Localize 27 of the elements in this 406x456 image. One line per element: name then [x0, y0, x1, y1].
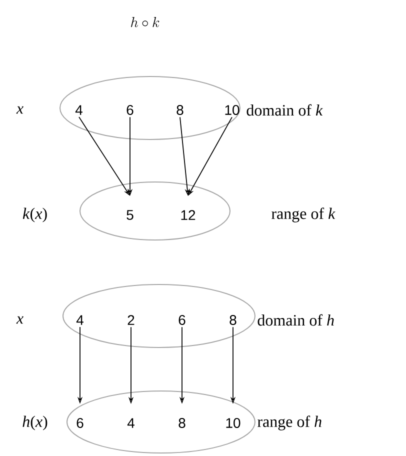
set-ellipse [62, 284, 256, 348]
set-ellipse [66, 390, 256, 454]
set-ellipse [60, 76, 240, 140]
variable-label: x [16, 106, 24, 114]
number-label: 2 [128, 315, 134, 325]
set-label: domain of k [246, 104, 323, 116]
number-label: 4 [76, 315, 84, 325]
set-label: range of k [272, 208, 336, 222]
set-label: domain of h [258, 314, 334, 326]
number-label: 10 [226, 418, 240, 428]
number-label: 5 [126, 210, 134, 220]
variable-label: k(x) [22, 208, 47, 222]
variable-label: x [16, 316, 24, 324]
number-label: 10 [225, 105, 240, 115]
number-label: 6 [178, 315, 186, 325]
number-label: 8 [230, 315, 236, 325]
number-label: 8 [176, 105, 184, 115]
number-label: 6 [76, 418, 84, 428]
set-ellipse [80, 182, 230, 240]
number-label: 12 [181, 210, 196, 220]
number-label: 4 [127, 418, 134, 428]
variable-label: h(x) [22, 416, 48, 430]
number-label: 4 [75, 105, 82, 115]
set-label: range of h [258, 416, 322, 430]
number-label: 6 [126, 105, 134, 115]
number-label: 8 [178, 418, 186, 428]
title: $h \circ k$ [131, 17, 160, 28]
